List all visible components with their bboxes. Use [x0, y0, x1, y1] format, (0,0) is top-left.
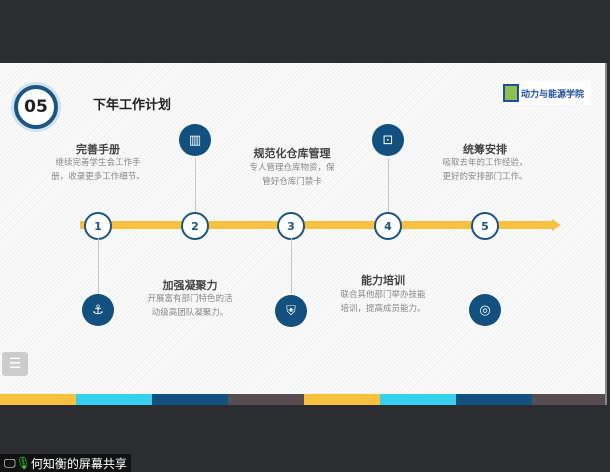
logo-text: 动力与能源学院 [521, 89, 585, 100]
chart-icon: ▥ [179, 124, 211, 156]
anchor-icon: ⚓ [82, 294, 114, 326]
timeline-node-4: 4 [374, 212, 402, 240]
presentation-slide: 05 下年工作计划 动力与能源学院 完善手册 继续完善学生会工作手 册，收录更多… [0, 63, 607, 405]
color-strip [532, 394, 605, 405]
color-strip [0, 394, 76, 405]
timeline-node-3: 3 [277, 212, 305, 240]
screen-share-label: 何知衡的屏幕共享 [30, 456, 127, 471]
timeline-node-2: 2 [181, 212, 209, 240]
item-desc-4b: 培训，提高成员能力。 [340, 304, 426, 314]
color-strip [456, 394, 532, 405]
mic-icon: 🎙 [15, 456, 31, 470]
timeline-node-5: 5 [471, 212, 499, 240]
item-desc-3a: 专人管理仓库物资，保 [249, 163, 335, 173]
screen-share-indicator[interactable]: 🖵🎙 何知衡的屏幕共享 [0, 454, 131, 472]
item-title-2: 加强凝聚力 [162, 279, 218, 292]
item-desc-4a: 联合其他部门举办技能 [340, 290, 426, 300]
color-strip [228, 394, 304, 405]
slide-title: 下年工作计划 [93, 98, 172, 113]
item-title-5: 统筹安排 [463, 143, 507, 156]
color-strip [304, 394, 380, 405]
slide-menu-button[interactable]: ☰ [2, 352, 28, 376]
item-title-1: 完善手册 [76, 143, 120, 156]
item-title-4: 能力培训 [361, 274, 405, 287]
school-logo: 动力与能源学院 [503, 81, 591, 105]
shield-icon: ⛨ [275, 295, 307, 327]
item-desc-5b: 更好的安排部门工作。 [442, 172, 528, 182]
timeline-bar [80, 221, 552, 229]
timeline-node-1: 1 [84, 212, 112, 240]
target-icon: ◎ [469, 294, 501, 326]
color-strip [76, 394, 152, 405]
item-desc-2a: 开展富有部门特色的活 [147, 294, 233, 304]
item-desc-5a: 吸取去年的工作经验， [442, 158, 528, 168]
presentation-icon: ⊡ [372, 124, 404, 156]
timeline-arrow-icon [552, 219, 561, 231]
item-desc-2b: 动级高团队凝聚力。 [151, 308, 229, 318]
item-desc-1b: 册，收录更多工作细节。 [51, 172, 145, 182]
screen-icon: 🖵 [4, 455, 16, 470]
color-strip [152, 394, 228, 405]
item-desc-1a: 继续完善学生会工作手 [55, 158, 141, 168]
section-number-badge: 05 [14, 85, 58, 129]
item-title-3: 规范化仓库管理 [253, 147, 331, 160]
logo-mark-icon [503, 84, 519, 102]
color-strip [380, 394, 456, 405]
item-desc-3b: 管好仓库门禁卡 [262, 177, 322, 187]
